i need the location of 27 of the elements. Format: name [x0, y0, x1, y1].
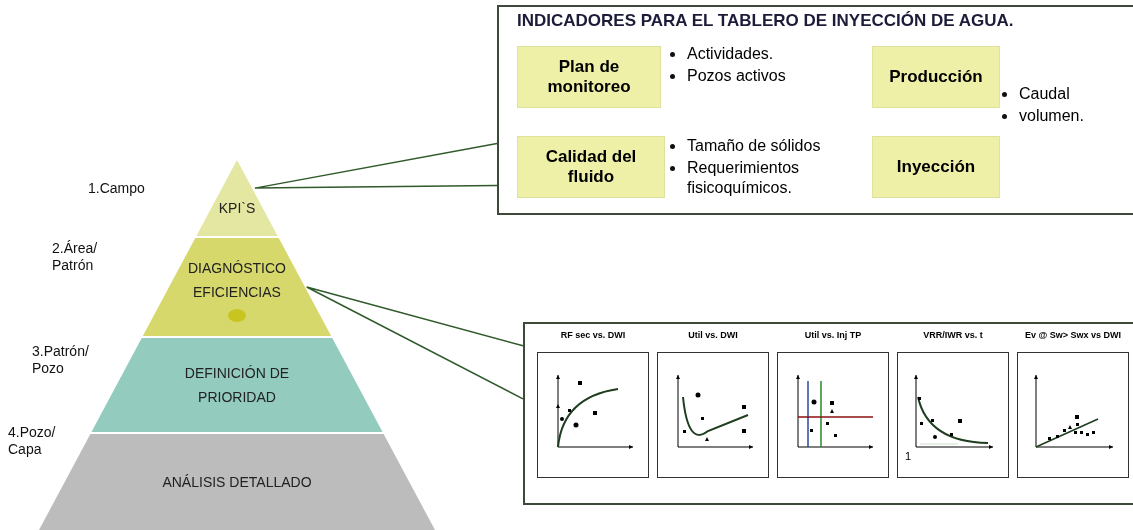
callout-line — [254, 142, 498, 189]
panel-title: INDICADORES PARA EL TABLERO DE INYECCIÓN DE AGUA. — [517, 11, 1014, 31]
level-label: 3.Patrón/ Pozo — [32, 343, 90, 377]
indicator-box: Plan de monitoreo — [517, 46, 661, 108]
indicator-box: Calidad del fluido — [517, 136, 665, 198]
level-label: 1.Campo — [88, 180, 146, 197]
pyramid-tier: KPI`S — [196, 160, 278, 236]
bullet-text: Pozos activos — [687, 66, 786, 86]
chart-title: Util vs. DWI — [688, 330, 738, 340]
indicator-panel — [497, 5, 1133, 215]
chart-title: Util vs. Inj TP — [804, 330, 862, 340]
level-label: 2.Área/ Patrón — [52, 240, 99, 274]
bullet-text: Tamaño de sólidos — [687, 136, 821, 156]
pyramid-tier: DIAGNÓSTICO EFICIENCIAS — [142, 238, 332, 336]
indicator-box: Producción — [872, 46, 1000, 108]
bullet-text: Actividades. — [687, 44, 774, 64]
chart-title: Ev @ Sw> Swx vs DWI — [1024, 330, 1122, 340]
bullet-text: Requerimientos fisicoquímicos. — [687, 158, 801, 198]
chart-panel — [523, 322, 1133, 505]
chart-title: VRR/IWR vs. t — [923, 330, 983, 340]
bullet-text: volumen. — [1019, 106, 1084, 126]
bullet-text: Caudal — [1019, 84, 1070, 104]
axis-value: 1 — [905, 450, 912, 462]
chart-title: RF sec vs. DWI — [560, 330, 626, 340]
callout-line — [305, 286, 524, 400]
indicator-box: Inyección — [872, 136, 1000, 198]
pyramid-tier: DEFINICIÓN DE PRIORIDAD — [91, 338, 383, 432]
